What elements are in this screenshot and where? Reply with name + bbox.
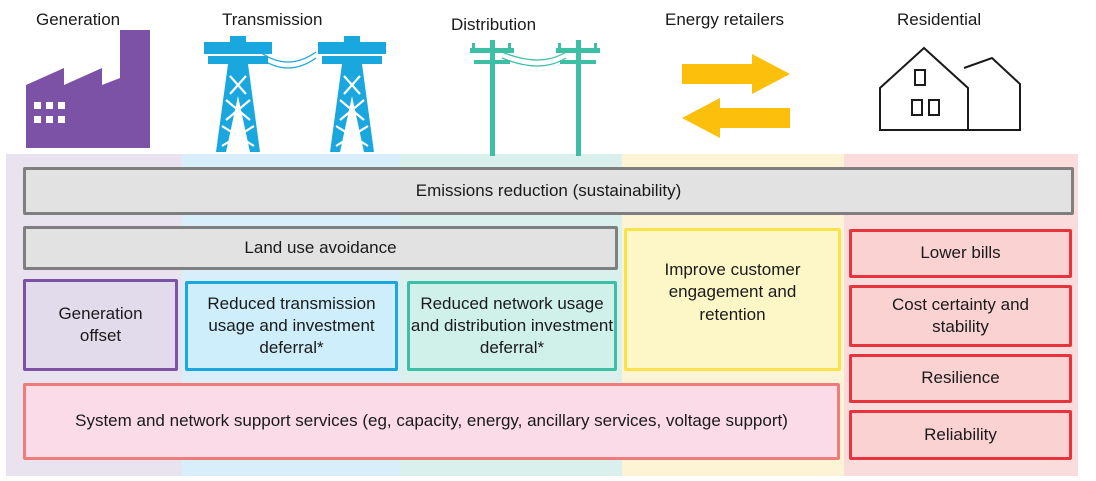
emissions-reduction-label: Emissions reduction (sustainability) — [415, 180, 682, 200]
cost-certainty-label: Cost certainty and stability — [891, 294, 1029, 336]
land-use-avoidance-box: Land use avoidance — [23, 226, 618, 270]
reduced-transmission-label: Reduced transmission usage and investmen… — [207, 293, 376, 358]
header-distribution: Distribution — [451, 15, 537, 34]
header-residential: Residential — [897, 10, 982, 29]
reliability-box: Reliability — [849, 410, 1072, 460]
factory-icon — [24, 28, 154, 150]
distribution-pole-icon — [468, 40, 618, 156]
reliability-label: Reliability — [924, 424, 997, 444]
generation-offset-box: Generation offset — [23, 279, 178, 371]
system-support-box: System and network support services (eg,… — [23, 383, 840, 460]
transmission-tower-icon — [200, 36, 390, 154]
exchange-arrows-icon — [678, 52, 794, 140]
system-support-label: System and network support services (eg,… — [75, 411, 788, 431]
resilience-box: Resilience — [849, 354, 1072, 403]
lower-bills-box: Lower bills — [849, 229, 1072, 278]
resilience-label: Resilience — [921, 368, 1000, 388]
reduced-network-label: Reduced network usage and distribution i… — [410, 293, 614, 358]
header-generation: Generation — [36, 10, 121, 29]
reduced-transmission-box: Reduced transmission usage and investmen… — [185, 281, 398, 371]
header-energy-retailers: Energy retailers — [665, 10, 785, 29]
cost-certainty-box: Cost certainty and stability — [849, 285, 1072, 347]
reduced-network-box: Reduced network usage and distribution i… — [407, 281, 617, 371]
lower-bills-label: Lower bills — [920, 243, 1001, 263]
land-use-avoidance-label: Land use avoidance — [244, 237, 397, 257]
header-transmission: Transmission — [222, 10, 323, 29]
customer-engagement-label: Improve customer engagement and retentio… — [664, 260, 801, 324]
generation-offset-label: Generation offset — [58, 303, 143, 345]
customer-engagement-box: Improve customer engagement and retentio… — [624, 228, 841, 371]
emissions-reduction-box: Emissions reduction (sustainability) — [23, 167, 1074, 215]
houses-icon — [876, 44, 1022, 132]
